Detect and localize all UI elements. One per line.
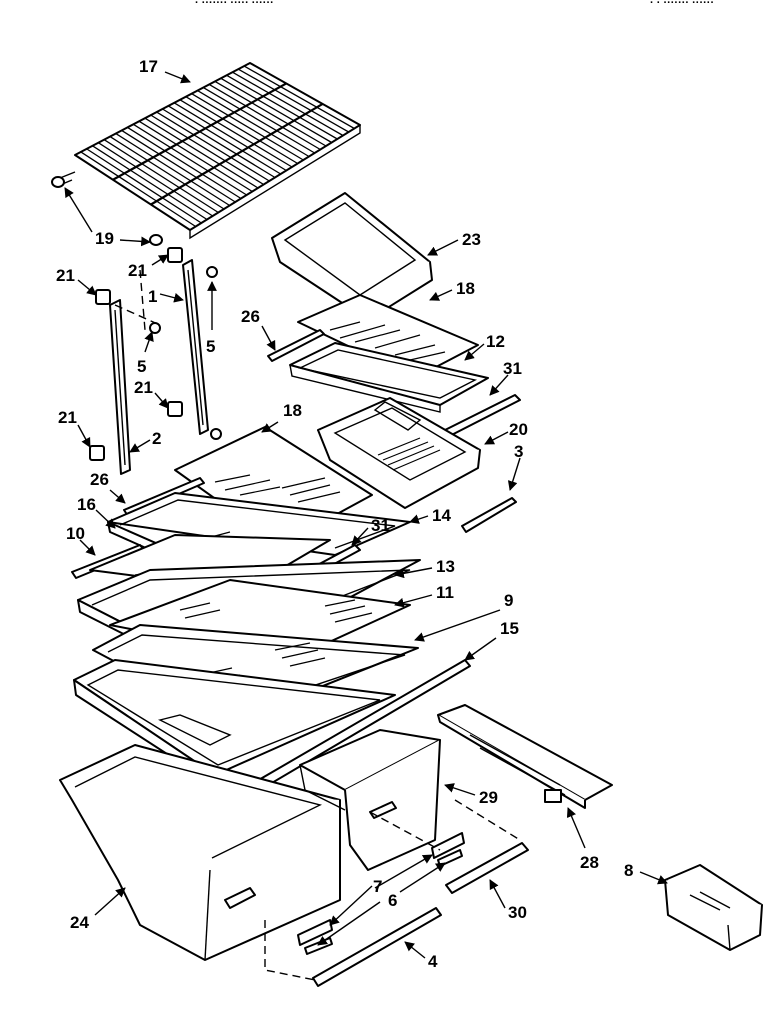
- callout-15: 15: [500, 619, 519, 638]
- callout-20: 20: [509, 420, 528, 439]
- callout-9: 9: [504, 591, 513, 610]
- callout-21-c: 21: [134, 378, 153, 397]
- part-24-crisper-bin: [59, 744, 341, 961]
- part-1-right-rail: [182, 259, 209, 435]
- callout-17: 17: [139, 57, 158, 76]
- dashed-guides: [114, 269, 521, 981]
- callout-5-a: 5: [137, 357, 146, 376]
- part-17-wire-shelf: [51, 62, 361, 246]
- part-12-upper-frame: [289, 342, 489, 413]
- part-26-upper-trim: [267, 329, 325, 362]
- callout-8: 8: [624, 861, 633, 880]
- callout-6: 6: [388, 891, 397, 910]
- callout-13: 13: [436, 557, 455, 576]
- callout-23: 23: [462, 230, 481, 249]
- callout-16: 16: [77, 495, 96, 514]
- callout-14: 14: [432, 506, 451, 525]
- callout-31-a: 31: [503, 359, 522, 378]
- callout-1: 1: [148, 287, 157, 306]
- callout-26-a: 26: [241, 307, 260, 326]
- callout-21-b: 21: [56, 266, 75, 285]
- callout-28: 28: [580, 853, 599, 872]
- callout-21-a: 21: [128, 261, 147, 280]
- callout-30: 30: [508, 903, 527, 922]
- leader-lines: [64, 71, 668, 959]
- callout-19: 19: [95, 229, 114, 248]
- callout-12: 12: [486, 332, 505, 351]
- part-28-control-housing: [437, 704, 613, 809]
- part-3-rod: [461, 497, 517, 533]
- part-7-bracket: [297, 832, 465, 946]
- callout-21-d: 21: [58, 408, 77, 427]
- callout-10: 10: [66, 524, 85, 543]
- callout-29: 29: [479, 788, 498, 807]
- part-8-dairy-bin: [664, 864, 763, 951]
- part-30-rod: [445, 842, 529, 894]
- part-2-left-rail: [109, 299, 131, 475]
- callout-11: 11: [436, 583, 454, 602]
- callout-4: 4: [428, 952, 438, 971]
- part-21-clips: [89, 247, 183, 461]
- part-4-rod: [312, 907, 442, 987]
- callout-2: 2: [152, 429, 161, 448]
- callout-3: 3: [514, 442, 523, 461]
- callout-31-b: 31: [371, 516, 390, 535]
- header-text-right: · · ······· ······: [650, 0, 714, 9]
- callout-5-b: 5: [206, 337, 215, 356]
- part-5-screws: [149, 266, 222, 440]
- header-text-left: · ······· ····· ······: [195, 0, 274, 9]
- callout-18-b: 18: [283, 401, 302, 420]
- callout-24: 24: [70, 913, 89, 932]
- part-20-crisper-drawer: [317, 397, 481, 509]
- callout-18-a: 18: [456, 279, 475, 298]
- callout-7: 7: [373, 877, 382, 896]
- callout-26-b: 26: [90, 470, 109, 489]
- callout-labels: 17 19 21 1 21 5 5 21 21 2 26 23 18 26 12…: [56, 57, 633, 971]
